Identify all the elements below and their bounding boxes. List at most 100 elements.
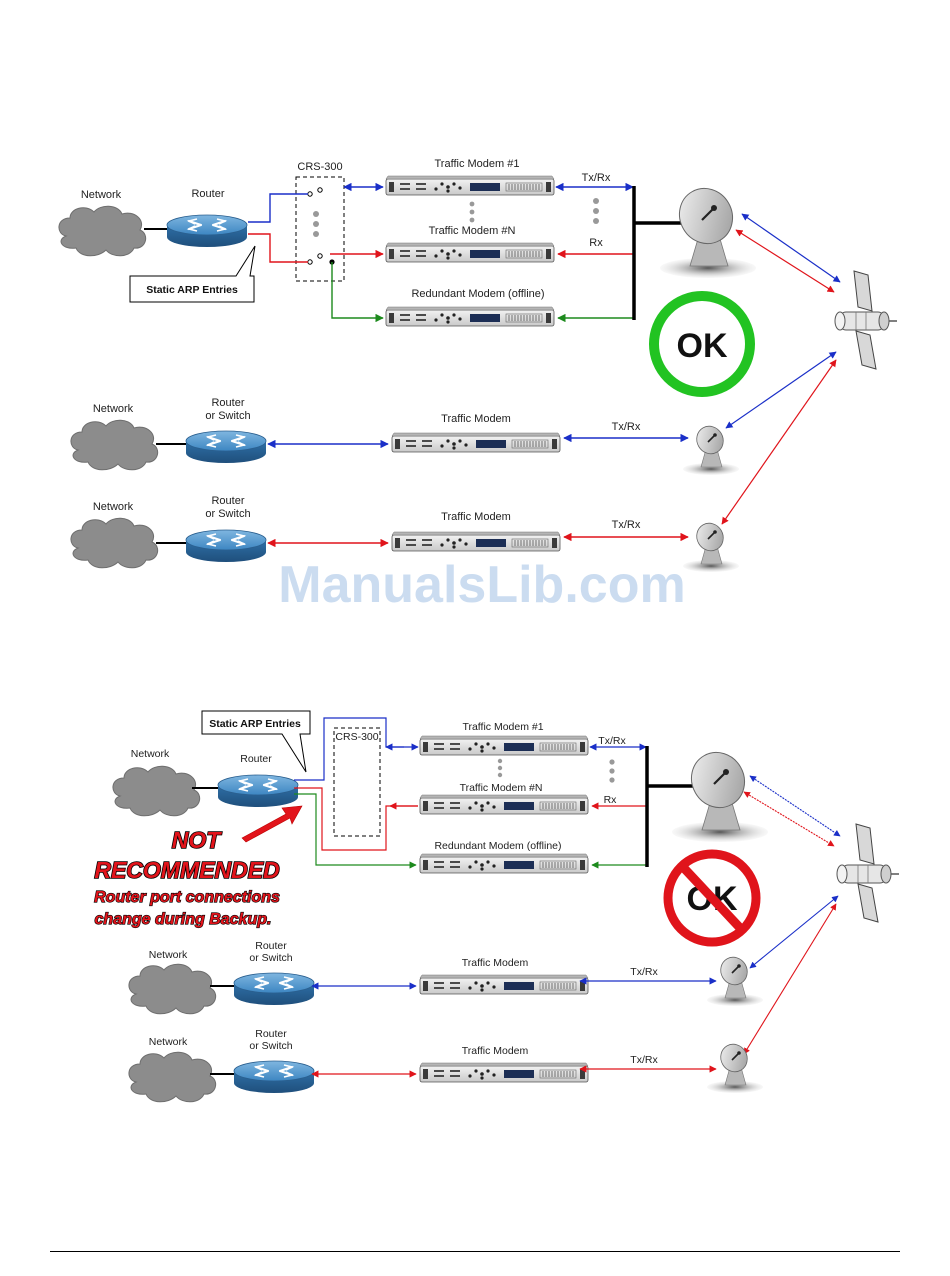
warning-not: NOT: [172, 827, 223, 853]
green-link: [294, 793, 417, 869]
router-label: Router: [255, 1028, 287, 1040]
modem-icon: [419, 974, 589, 995]
dish-icon: [682, 517, 740, 573]
network-label: Network: [81, 189, 122, 201]
dish-icon: [706, 1038, 764, 1094]
ok-label: OK: [677, 327, 728, 365]
top-diagram: Network Router Static ARP Entries CRS-30…: [58, 158, 898, 573]
dish-icon: [706, 951, 764, 1007]
warning-line3: Router port connections: [94, 889, 280, 906]
router-label-2: or Switch: [205, 410, 250, 422]
row3-uplink: [721, 359, 837, 525]
modem1-label: Traffic Modem #1: [462, 721, 543, 733]
router-label: Router: [211, 495, 244, 507]
dish-icon: [658, 177, 758, 280]
rx-label: Rx: [589, 237, 603, 249]
modem-label: Traffic Modem: [462, 1045, 529, 1057]
network-label: Network: [149, 949, 188, 961]
modem-label: Traffic Modem: [441, 511, 511, 523]
modem-label: Traffic Modem: [462, 957, 529, 969]
cloud-icon: [70, 517, 159, 569]
modem1-label: Traffic Modem #1: [435, 158, 520, 170]
txrx-label: Tx/Rx: [612, 519, 641, 531]
blue-link: [294, 717, 419, 781]
cloud-icon: [112, 765, 201, 817]
crs-label: CRS-300: [297, 161, 342, 173]
network-label: Network: [93, 403, 134, 415]
combiner-dots: [593, 198, 599, 224]
arp-label: Static ARP Entries: [209, 718, 301, 730]
no-sign-icon: OK: [663, 849, 761, 947]
green-link: [331, 262, 384, 323]
warning-block: NOT RECOMMENDED Router port connections …: [94, 805, 303, 929]
red-link: [248, 233, 308, 263]
router-icon: [232, 971, 316, 1007]
combiner-dots: [609, 759, 615, 783]
bottom-row3: Network Router or Switch Traffic Modem T…: [128, 1028, 764, 1103]
dish-icon: [670, 741, 770, 844]
txrx-label: Tx/Rx: [630, 1054, 658, 1066]
router-icon: [184, 429, 268, 465]
txrx-label: Tx/Rx: [582, 172, 611, 184]
bottom-diagram: Network Router Static ARP Entries CRS-30…: [94, 710, 900, 1103]
uplink-blue: [741, 213, 841, 283]
router-icon: [216, 773, 300, 809]
row2-uplink: [749, 895, 839, 969]
modem-icon: [391, 432, 561, 453]
network-label: Network: [93, 501, 134, 513]
watermark: ManualsLib.com: [278, 556, 685, 614]
redundant-label: Redundant Modem (offline): [411, 288, 544, 300]
txrx-label: Tx/Rx: [612, 421, 641, 433]
router-label: Router: [240, 753, 272, 765]
modem-dots: [497, 758, 503, 778]
modem-label: Traffic Modem: [441, 413, 511, 425]
router-label-2: or Switch: [249, 1040, 292, 1052]
router-label: Router: [255, 940, 287, 952]
warning-line4: change during Backup.: [95, 911, 272, 928]
crs-label: CRS-300: [335, 731, 378, 743]
red-link: [294, 787, 418, 851]
blue-link: [248, 193, 308, 223]
arp-label: Static ARP Entries: [146, 284, 238, 296]
footer-rule: [50, 1251, 900, 1252]
uplink-red: [735, 229, 835, 293]
modemN-label: Traffic Modem #N: [460, 782, 543, 794]
modem-icon: [385, 175, 555, 196]
row3-uplink: [743, 903, 837, 1055]
modem-icon: [419, 794, 589, 815]
crs-box: [295, 176, 345, 282]
uplink-blue: [749, 775, 841, 837]
modem-icon: [419, 853, 589, 874]
router-label: Router: [191, 188, 224, 200]
ok-badge: OK: [649, 291, 755, 397]
modemN-label: Traffic Modem #N: [429, 225, 516, 237]
router-label: Router: [211, 397, 244, 409]
router-icon: [184, 528, 268, 564]
modem-icon: [385, 242, 555, 263]
arrow-icon: [241, 805, 303, 843]
crs-box: [333, 727, 381, 837]
network-label: Network: [149, 1036, 188, 1048]
cloud-icon: [70, 419, 159, 471]
router-label-2: or Switch: [205, 508, 250, 520]
satellite-icon: [834, 270, 898, 370]
router-label-2: or Switch: [249, 952, 292, 964]
bottom-row2: Network Router or Switch Traffic Modem T…: [128, 940, 764, 1015]
network-label: Network: [131, 748, 170, 760]
arp-callout: Static ARP Entries: [129, 245, 256, 303]
top-row2: Network Router or Switch Traffic Modem T…: [70, 397, 740, 476]
cloud-icon: [128, 963, 217, 1015]
modem-icon: [385, 306, 555, 327]
modem-icon: [419, 1062, 589, 1083]
satellite-icon: [836, 823, 900, 923]
arp-callout: Static ARP Entries: [201, 710, 311, 773]
router-icon: [165, 213, 249, 249]
crs-switch-dots: [307, 187, 335, 265]
dish-icon: [682, 420, 740, 476]
modem-dots: [469, 201, 475, 223]
warning-recommended: RECOMMENDED: [94, 857, 279, 883]
modem-icon: [419, 735, 589, 756]
modem-icon: [391, 531, 561, 552]
cloud-icon: [58, 205, 147, 257]
rx-label: Rx: [604, 794, 618, 806]
